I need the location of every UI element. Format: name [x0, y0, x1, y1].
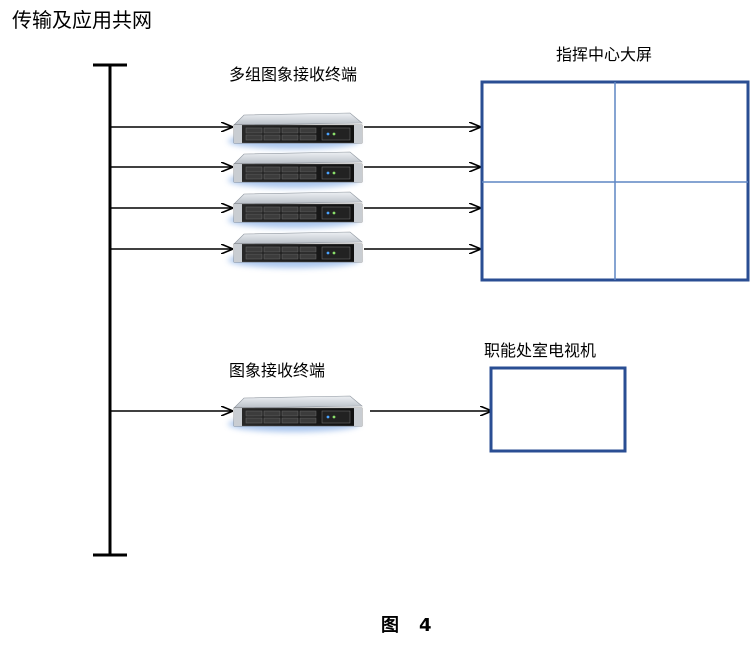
- figure-caption: 图 4: [381, 615, 433, 636]
- network-title: 传输及应用共网: [12, 8, 152, 32]
- rack-server-icon: [228, 152, 362, 188]
- single-receiver-label: 图象接收终端: [229, 361, 326, 380]
- big-screen: [480, 80, 750, 282]
- big-screen-label: 指挥中心大屏: [556, 45, 653, 64]
- tv-label: 职能处室电视机: [484, 341, 597, 360]
- rack-server-icon: [228, 113, 362, 149]
- rack-server-icon: [228, 192, 362, 228]
- rack-server-icon: [228, 396, 362, 432]
- multi-receiver-label: 多组图象接收终端: [229, 65, 358, 84]
- tv-box: [489, 366, 627, 453]
- rack-server-icon: [228, 232, 362, 268]
